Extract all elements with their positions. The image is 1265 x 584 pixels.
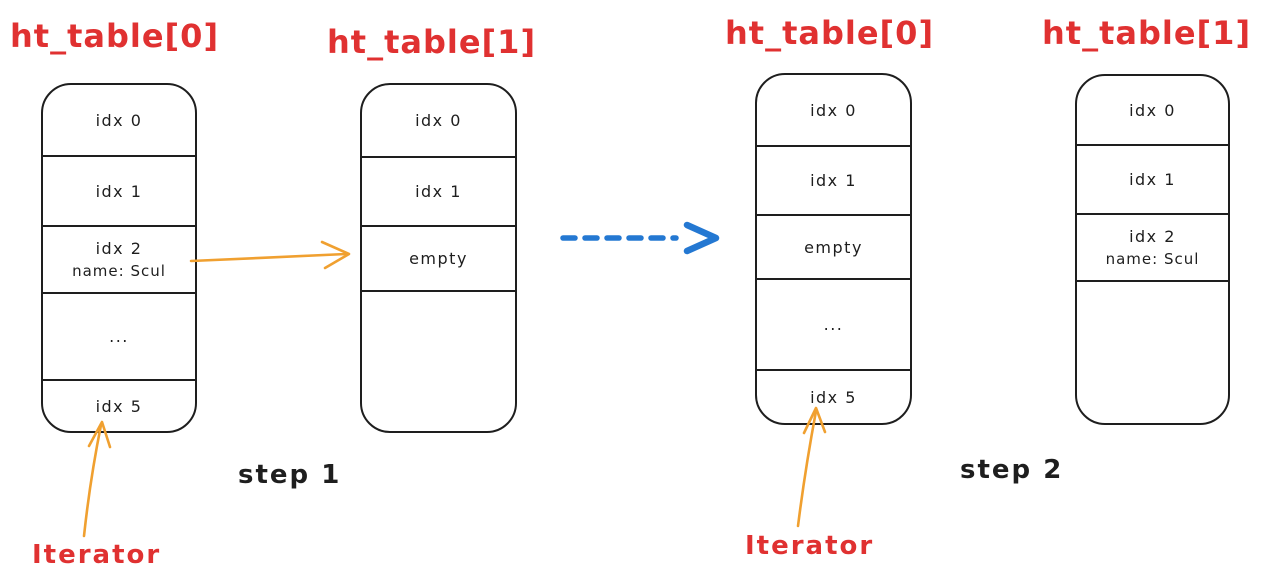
cell-idx-2: idx 2 name: Scul [1077, 215, 1228, 282]
table-title-step2-ht1: ht_table[1] [1042, 14, 1252, 52]
cell-idx-0: idx 0 [362, 85, 515, 158]
cell-text: ... [109, 327, 129, 346]
cell-idx-1: idx 1 [1077, 146, 1228, 215]
iterator-label-step1: Iterator [32, 540, 162, 570]
cell-idx-2: idx 2 name: Scul [43, 227, 195, 294]
table-title-step1-ht1: ht_table[1] [327, 23, 537, 61]
cell-idx-0: idx 0 [1077, 76, 1228, 146]
cell-text: idx 0 [1129, 100, 1176, 120]
rehash-arrow [189, 240, 351, 270]
cell-text: idx 1 [95, 181, 143, 201]
cell-idx-1: idx 1 [362, 158, 515, 227]
step-label-1: step 1 [238, 460, 342, 490]
cell-text: idx 0 [810, 100, 857, 120]
cell-text: idx 5 [810, 387, 857, 407]
cell-ellipsis: ... [43, 294, 195, 381]
cell-subtext: name: Scul [1105, 249, 1200, 268]
cell-text: idx 0 [95, 110, 143, 130]
cell-text: idx 1 [810, 171, 857, 190]
table-title-step1-ht0: ht_table[0] [10, 17, 220, 55]
cell-text: ... [823, 315, 844, 334]
cell-text: idx 1 [415, 182, 462, 201]
iterator-arrow-step1 [82, 420, 112, 538]
cell-blank [362, 292, 515, 431]
cell-blank [1077, 282, 1228, 423]
hash-table-step2-ht0: idx 0 idx 1 empty ... idx 5 [755, 73, 912, 425]
iterator-arrow-step2 [796, 406, 827, 528]
cell-text: idx 0 [415, 111, 462, 130]
cell-text: idx 2 [95, 238, 143, 258]
table-title-step2-ht0: ht_table[0] [725, 14, 935, 52]
cell-empty: empty [757, 216, 910, 280]
step-transition-arrow [560, 221, 720, 255]
hash-table-step1-ht0: idx 0 idx 1 idx 2 name: Scul ... idx 5 [41, 83, 197, 433]
cell-idx-1: idx 1 [757, 147, 910, 216]
cell-text: empty [804, 237, 863, 257]
cell-ellipsis: ... [757, 280, 910, 371]
cell-idx-5: idx 5 [757, 371, 910, 423]
cell-idx-5: idx 5 [43, 381, 195, 431]
hash-table-step2-ht1: idx 0 idx 1 idx 2 name: Scul [1075, 74, 1230, 425]
hash-table-step1-ht1: idx 0 idx 1 empty [360, 83, 517, 433]
cell-idx-0: idx 0 [43, 85, 195, 157]
cell-idx-0: idx 0 [757, 75, 910, 147]
cell-idx-1: idx 1 [43, 157, 195, 227]
cell-text: empty [409, 249, 468, 268]
iterator-label-step2: Iterator [745, 531, 875, 561]
cell-subtext: name: Scul [72, 261, 166, 280]
cell-empty: empty [362, 227, 515, 292]
step-label-2: step 2 [960, 455, 1064, 485]
cell-text: idx 5 [95, 396, 143, 416]
cell-text: idx 2 [1129, 226, 1176, 246]
cell-text: idx 1 [1129, 170, 1176, 189]
